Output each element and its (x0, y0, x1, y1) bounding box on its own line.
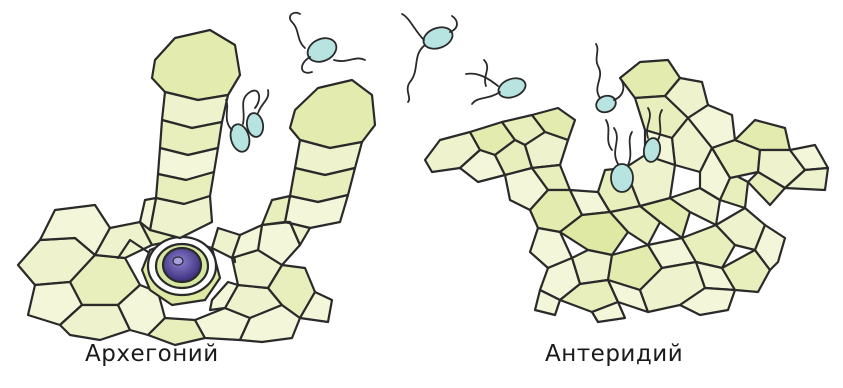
egg-nucleus (173, 257, 183, 265)
archegonium-neck-left (140, 30, 240, 238)
egg-cell (163, 248, 201, 282)
archegonium-neck-right (212, 80, 375, 258)
sperm-cells-left (226, 90, 268, 154)
antheridium-label: Антеридий (545, 341, 683, 367)
archegonium-illustration (18, 30, 375, 345)
archegonium-label: Архегоний (85, 341, 219, 367)
antheridium-right-wall (598, 60, 828, 212)
